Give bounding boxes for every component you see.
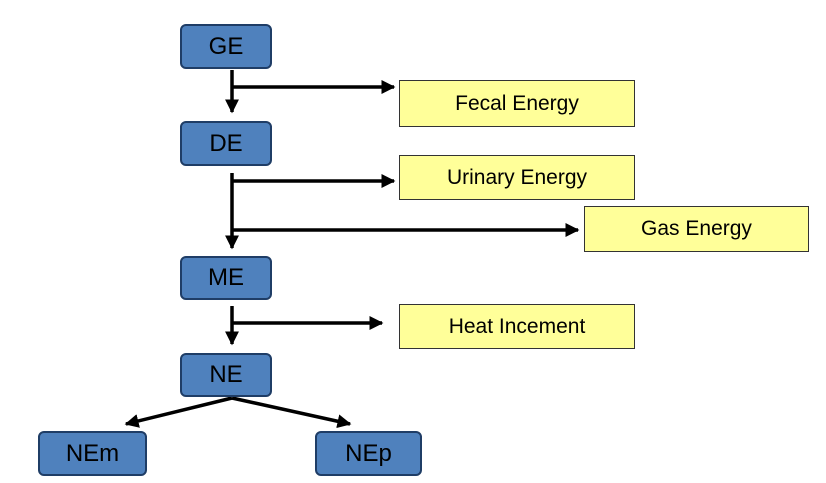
node-nem: NEm: [38, 431, 147, 476]
node-urinary-energy: Urinary Energy: [399, 155, 635, 200]
arrow-ne-to-nep: [231, 396, 352, 429]
node-fecal-energy: Fecal Energy: [399, 80, 635, 127]
node-de: DE: [180, 121, 272, 166]
node-ne: NE: [180, 353, 272, 397]
node-heat-incement: Heat Incement: [399, 304, 635, 349]
node-nep: NEp: [315, 431, 422, 476]
arrow-ne-to-nem: [124, 396, 233, 428]
node-me: ME: [180, 256, 272, 300]
node-gas-energy: Gas Energy: [584, 206, 809, 252]
node-ge: GE: [180, 24, 272, 69]
